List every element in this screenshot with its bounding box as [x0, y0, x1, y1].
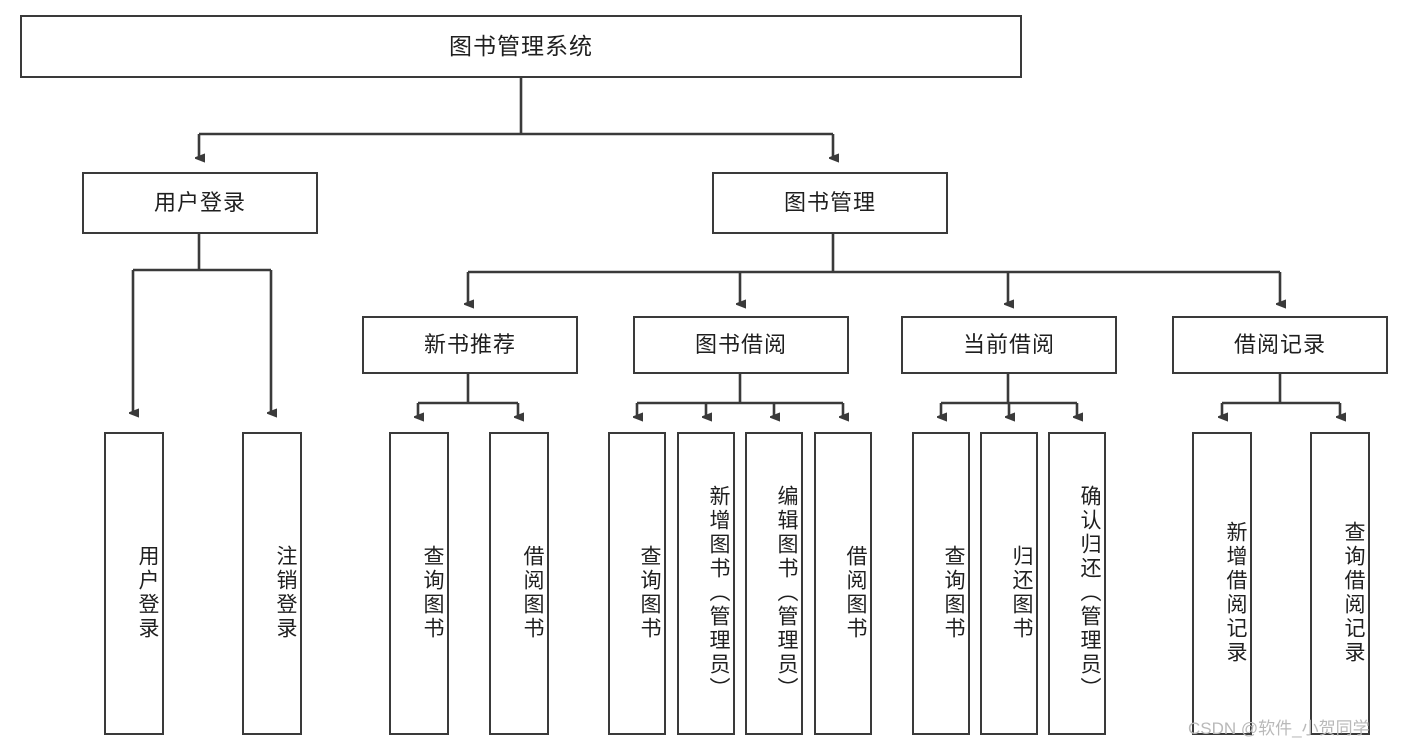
node-leaf-add-book[interactable]: 新增图书（管理员） — [677, 432, 735, 735]
node-leaf-logout-label: 注销登录 — [274, 544, 297, 641]
node-leaf-query-book-3[interactable]: 查询图书 — [912, 432, 970, 735]
node-new-book-rec-label: 新书推荐 — [423, 331, 516, 357]
node-leaf-confirm-return-label: 确认归还（管理员） — [1078, 484, 1101, 701]
node-current-borrow-label: 当前借阅 — [962, 331, 1055, 357]
node-leaf-query-book-1-label: 查询图书 — [421, 544, 444, 641]
node-borrow-record[interactable]: 借阅记录 — [1172, 316, 1388, 374]
node-book-borrow[interactable]: 图书借阅 — [633, 316, 849, 374]
node-leaf-borrow-book-1-label: 借阅图书 — [521, 544, 544, 641]
node-leaf-add-book-label: 新增图书（管理员） — [707, 484, 730, 701]
node-leaf-return-book[interactable]: 归还图书 — [980, 432, 1038, 735]
node-leaf-logout[interactable]: 注销登录 — [242, 432, 302, 735]
node-leaf-query-book-2[interactable]: 查询图书 — [608, 432, 666, 735]
node-leaf-borrow-book-2-label: 借阅图书 — [844, 544, 867, 641]
node-leaf-edit-book[interactable]: 编辑图书（管理员） — [745, 432, 803, 735]
node-leaf-query-book-3-label: 查询图书 — [942, 544, 965, 641]
node-book-manage[interactable]: 图书管理 — [712, 172, 948, 234]
node-root[interactable]: 图书管理系统 — [20, 15, 1022, 78]
node-leaf-add-record-label: 新增借阅记录 — [1224, 520, 1247, 665]
node-book-manage-label: 图书管理 — [783, 189, 876, 215]
node-leaf-borrow-book-1[interactable]: 借阅图书 — [489, 432, 549, 735]
node-book-borrow-label: 图书借阅 — [694, 331, 787, 357]
node-leaf-confirm-return[interactable]: 确认归还（管理员） — [1048, 432, 1106, 735]
node-leaf-edit-book-label: 编辑图书（管理员） — [775, 484, 798, 701]
node-leaf-query-book-1[interactable]: 查询图书 — [389, 432, 449, 735]
node-leaf-add-record[interactable]: 新增借阅记录 — [1192, 432, 1252, 735]
node-leaf-borrow-book-2[interactable]: 借阅图书 — [814, 432, 872, 735]
node-current-borrow[interactable]: 当前借阅 — [901, 316, 1117, 374]
node-leaf-user-login-label: 用户登录 — [136, 544, 159, 641]
node-leaf-return-book-label: 归还图书 — [1010, 544, 1033, 641]
node-user-login[interactable]: 用户登录 — [82, 172, 318, 234]
node-new-book-rec[interactable]: 新书推荐 — [362, 316, 578, 374]
node-leaf-query-record[interactable]: 查询借阅记录 — [1310, 432, 1370, 735]
node-leaf-query-record-label: 查询借阅记录 — [1342, 520, 1365, 665]
node-leaf-query-book-2-label: 查询图书 — [638, 544, 661, 641]
node-root-label: 图书管理系统 — [449, 32, 593, 59]
node-leaf-user-login[interactable]: 用户登录 — [104, 432, 164, 735]
node-user-login-label: 用户登录 — [153, 189, 246, 215]
watermark: CSDN @软件_小贺同学 — [1188, 719, 1370, 738]
node-borrow-record-label: 借阅记录 — [1233, 331, 1326, 357]
